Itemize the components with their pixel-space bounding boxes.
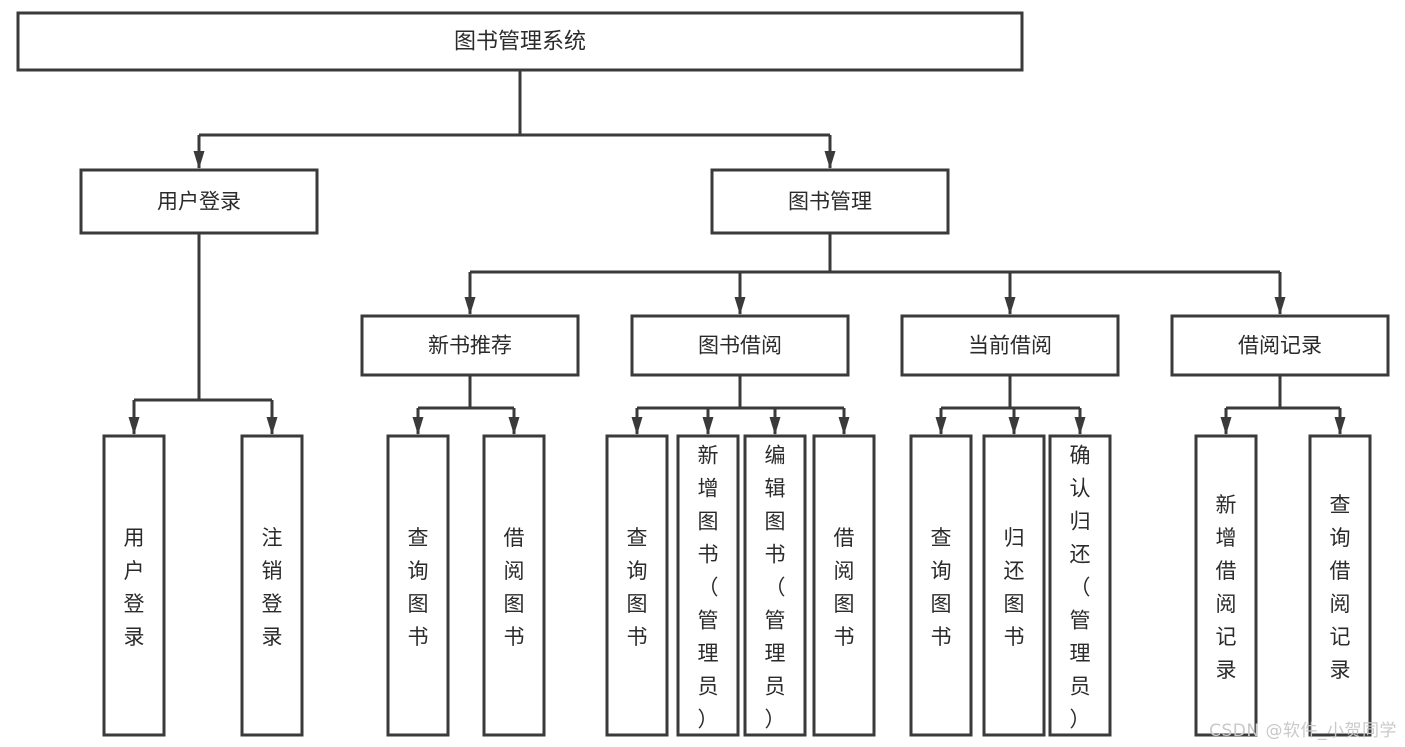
level3-node[interactable]: 图书借阅 [630, 314, 850, 377]
leaf-label: 新增借阅记录 [1216, 493, 1237, 682]
arrowhead-icon [464, 297, 476, 315]
leaf-label: 查询图书 [408, 526, 429, 649]
level3-label: 借阅记录 [1238, 334, 1322, 358]
leaf-box [605, 434, 669, 737]
root-box [16, 11, 1024, 72]
leaf-box [482, 434, 546, 737]
leaf-node[interactable]: 新增借阅记录 [1194, 434, 1258, 737]
leaf-node[interactable]: 归还图书 [982, 434, 1046, 737]
level3-box [1170, 314, 1390, 377]
arrowhead-icon [1008, 417, 1020, 435]
leaf-node[interactable]: 查询图书 [909, 434, 973, 737]
leaf-label: 查询借阅记录 [1330, 493, 1351, 682]
arrowhead-icon [1274, 297, 1286, 315]
leaf-node[interactable]: 新增图书（管理员） [676, 434, 740, 737]
arrowhead-icon [769, 417, 781, 435]
arrowhead-icon [412, 417, 424, 435]
level2-label: 图书管理 [788, 190, 872, 214]
leaf-node[interactable]: 查询借阅记录 [1308, 434, 1372, 737]
arrowhead-icon [508, 417, 520, 435]
arrowhead-icon [193, 151, 205, 169]
leaf-box [909, 434, 973, 737]
leaf-label: 归还图书 [1004, 526, 1025, 649]
level3-box [360, 314, 580, 377]
arrowhead-icon [838, 417, 850, 435]
leaf-label: 注销登录 [262, 526, 283, 649]
level2-label: 用户登录 [157, 190, 241, 214]
leaf-box [812, 434, 876, 737]
root-label: 图书管理系统 [454, 30, 586, 55]
leaf-node[interactable]: 注销登录 [240, 434, 304, 737]
leaf-node[interactable]: 借阅图书 [812, 434, 876, 737]
leaf-label: 用户登录 [124, 526, 145, 649]
leaf-box [743, 434, 807, 737]
level3-node[interactable]: 当前借阅 [900, 314, 1120, 377]
arrowhead-icon [631, 417, 643, 435]
level3-box [900, 314, 1120, 377]
level2-node[interactable]: 用户登录 [79, 168, 319, 235]
root-node[interactable]: 图书管理系统 [16, 11, 1024, 72]
leaf-label: 查询图书 [627, 526, 648, 649]
leaf-box [240, 434, 304, 737]
leaf-node[interactable]: 借阅图书 [482, 434, 546, 737]
arrowhead-icon [1334, 417, 1346, 435]
leaf-label: 新增图书（管理员） [698, 444, 719, 732]
leaf-node[interactable]: 查询图书 [386, 434, 450, 737]
arrowhead-icon [935, 417, 947, 435]
arrowhead-icon [824, 151, 836, 169]
node-layer: 图书管理系统用户登录图书管理新书推荐图书借阅当前借阅借阅记录用户登录注销登录查询… [16, 11, 1390, 737]
level3-label: 新书推荐 [428, 334, 512, 358]
leaf-label: 编辑图书（管理员） [765, 444, 786, 732]
leaf-label: 确认归还（管理员） [1070, 444, 1091, 732]
level3-label: 图书借阅 [698, 334, 782, 358]
arrowhead-icon [734, 297, 746, 315]
level2-box [710, 168, 950, 235]
leaf-label: 借阅图书 [834, 526, 855, 649]
arrowhead-icon [1220, 417, 1232, 435]
leaf-node[interactable]: 查询图书 [605, 434, 669, 737]
leaf-box [1194, 434, 1258, 737]
leaf-box [1048, 434, 1112, 737]
leaf-node[interactable]: 编辑图书（管理员） [743, 434, 807, 737]
level3-label: 当前借阅 [968, 334, 1052, 358]
leaf-box [1308, 434, 1372, 737]
leaf-label: 借阅图书 [504, 526, 525, 649]
leaf-node[interactable]: 用户登录 [102, 434, 166, 737]
arrowhead-icon [128, 417, 140, 435]
leaf-label: 查询图书 [931, 526, 952, 649]
leaf-box [386, 434, 450, 737]
level3-box [630, 314, 850, 377]
level2-box [79, 168, 319, 235]
leaf-box [102, 434, 166, 737]
leaf-node[interactable]: 确认归还（管理员） [1048, 434, 1112, 737]
arrowhead-icon [266, 417, 278, 435]
arrowhead-icon [702, 417, 714, 435]
leaf-box [676, 434, 740, 737]
level3-node[interactable]: 借阅记录 [1170, 314, 1390, 377]
level2-node[interactable]: 图书管理 [710, 168, 950, 235]
leaf-box [982, 434, 1046, 737]
arrowhead-icon [1004, 297, 1016, 315]
arrowhead-icon [1074, 417, 1086, 435]
level3-node[interactable]: 新书推荐 [360, 314, 580, 377]
connector-layer [128, 70, 1346, 435]
csdn-watermark: CSDN @软件_小贺同学 [1209, 721, 1397, 741]
